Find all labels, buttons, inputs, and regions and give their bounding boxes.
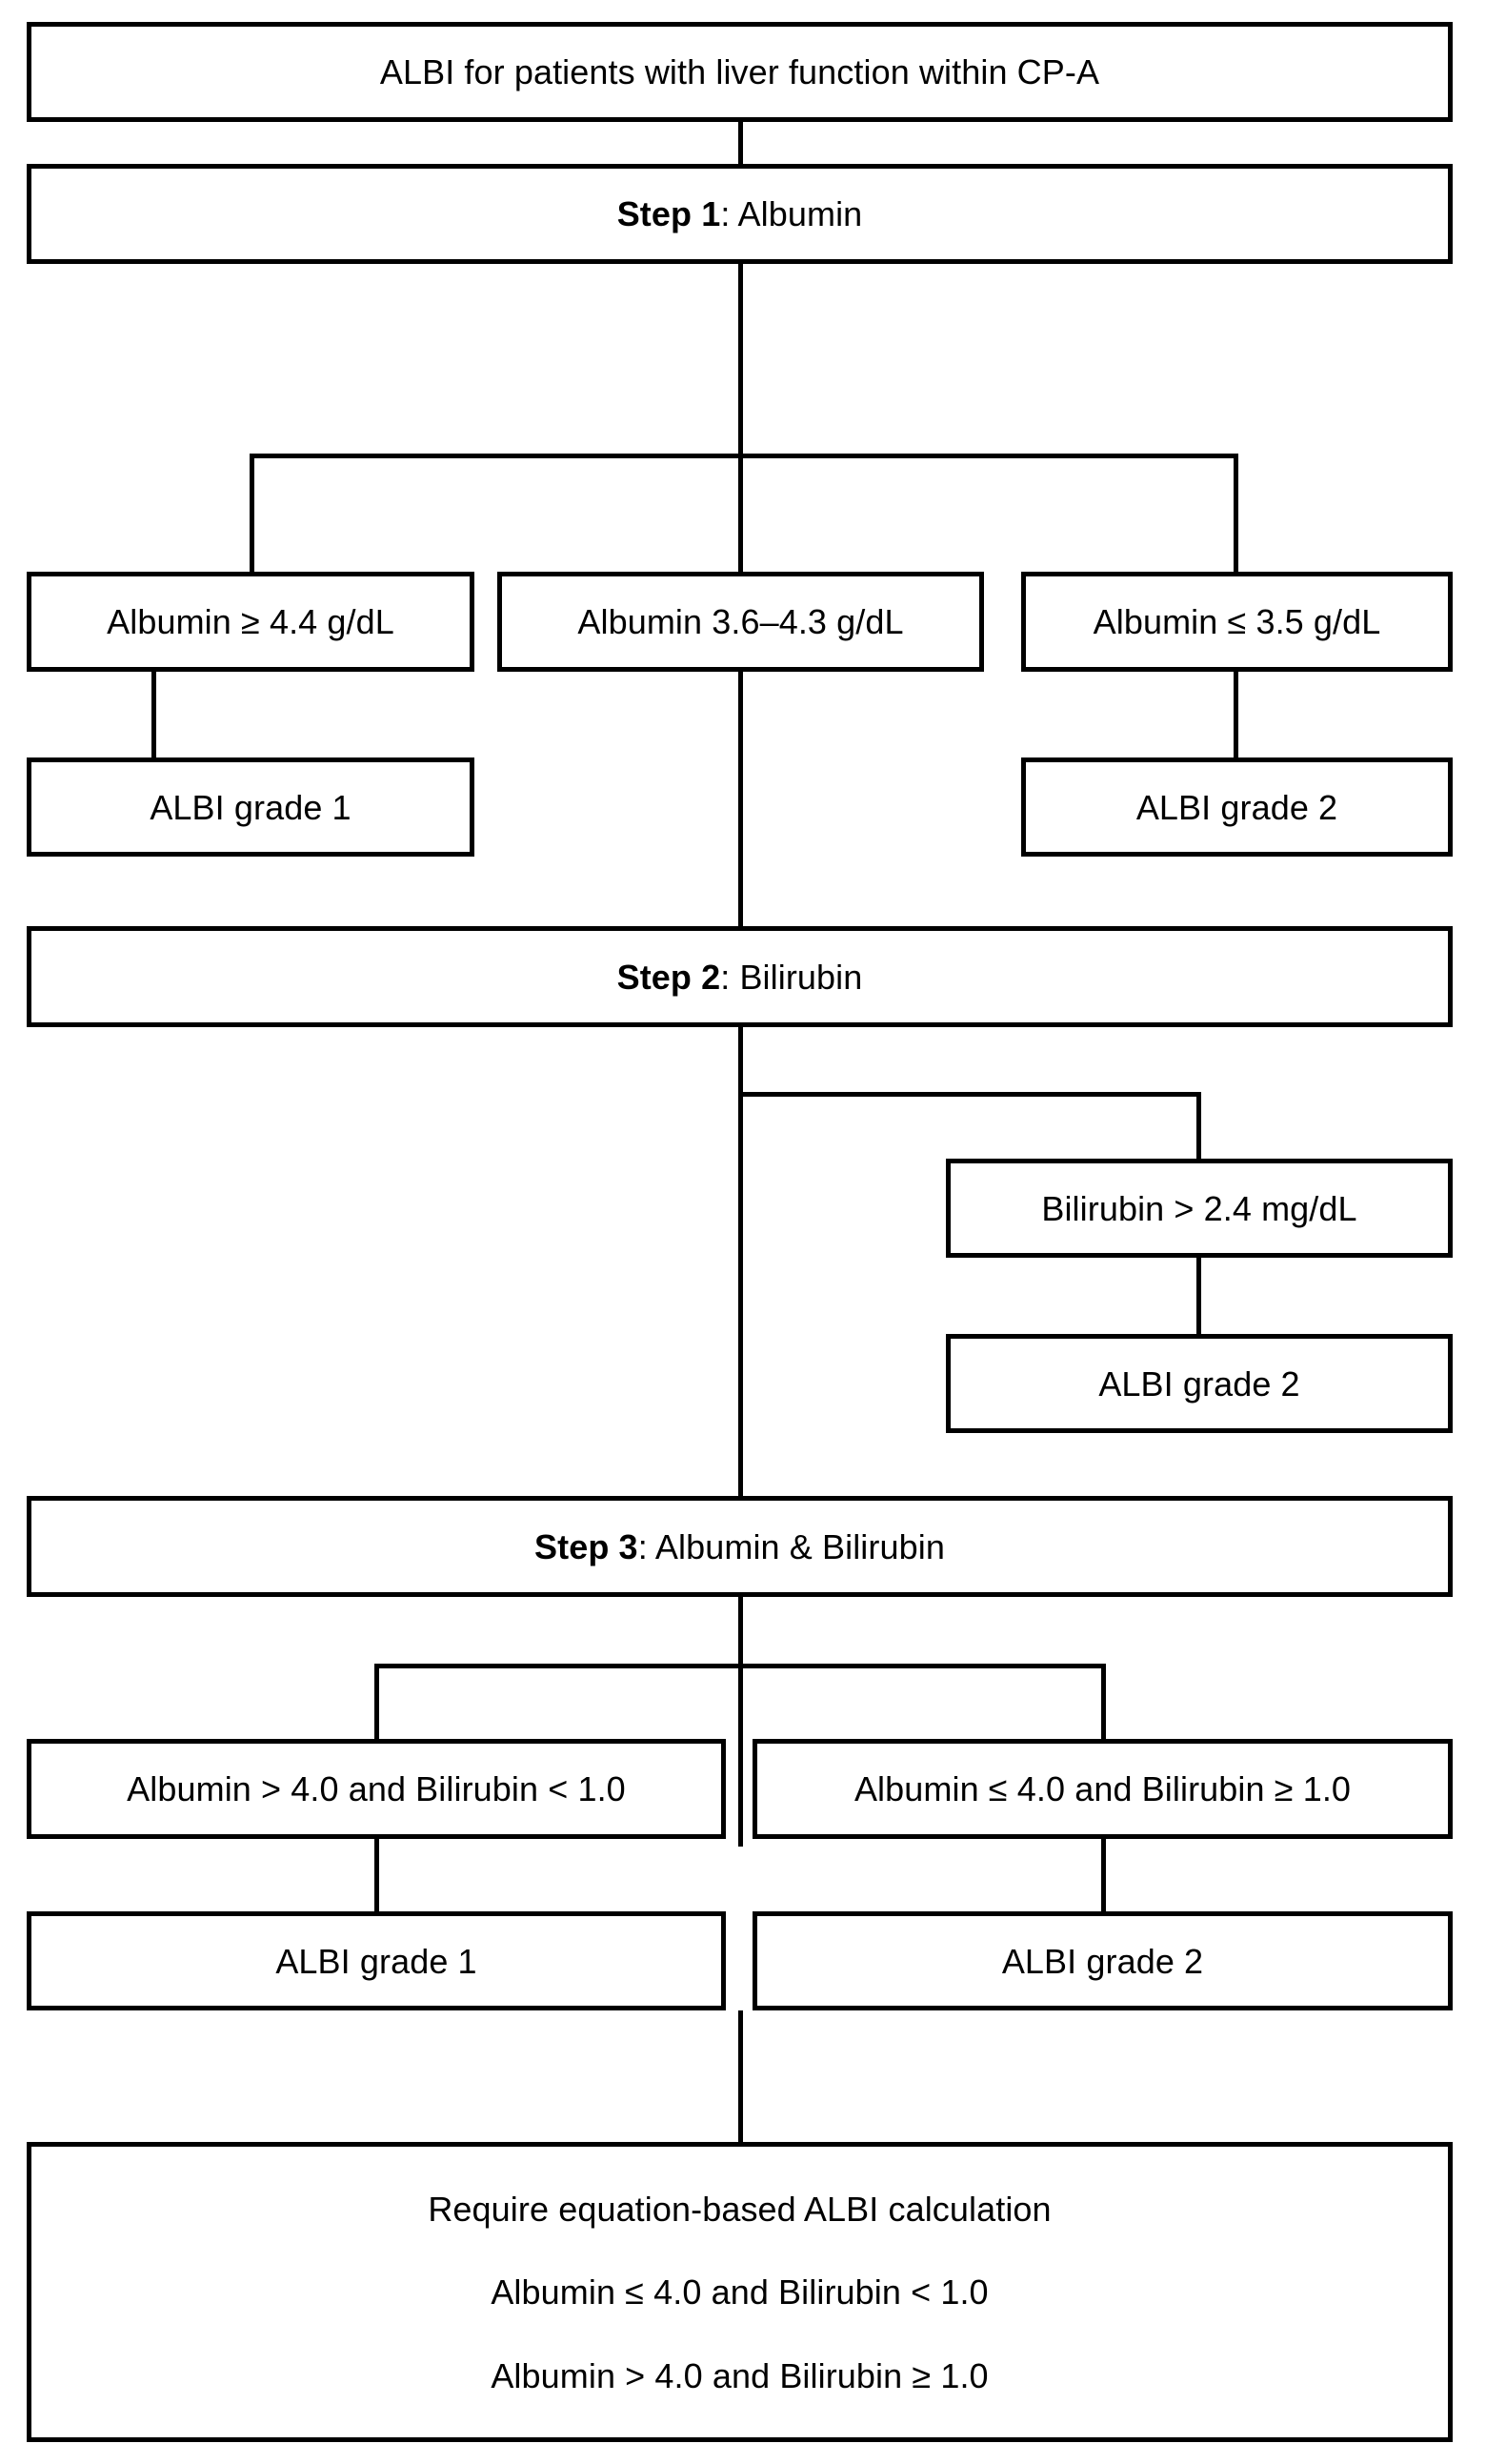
node-root[interactable]: ALBI for patients with liver function wi… bbox=[27, 22, 1453, 122]
node-root-label: ALBI for patients with liver function wi… bbox=[379, 52, 1100, 91]
node-final-line1: Require equation-based ALBI calculation bbox=[428, 2189, 1052, 2229]
connector-step3-bus bbox=[374, 1664, 1106, 1668]
connector-albumin-mid-to-step2 bbox=[738, 672, 743, 926]
node-albumin-low-label: Albumin ≤ 3.5 g/dL bbox=[1093, 602, 1381, 641]
node-bilirubin-high[interactable]: Bilirubin > 2.4 mg/dL bbox=[946, 1159, 1453, 1258]
connector-bus-to-albumin-low bbox=[1234, 454, 1238, 572]
node-grade2-albumin-label: ALBI grade 2 bbox=[1135, 787, 1338, 827]
node-albumin-high[interactable]: Albumin ≥ 4.4 g/dL bbox=[27, 572, 474, 672]
node-step1-suffix: : Albumin bbox=[720, 194, 863, 233]
node-step3-right-grade-label: ALBI grade 2 bbox=[1001, 1941, 1204, 1981]
connector-bilirubin-bus bbox=[738, 1092, 1201, 1097]
node-grade2-bilirubin-label: ALBI grade 2 bbox=[1098, 1363, 1300, 1404]
node-step2-suffix: : Bilirubin bbox=[720, 957, 863, 997]
node-grade1-albumin-label: ALBI grade 1 bbox=[150, 787, 351, 827]
connector-spine-to-final bbox=[738, 2010, 743, 2144]
node-albumin-mid-label: Albumin 3.6–4.3 g/dL bbox=[577, 602, 904, 641]
node-grade2-bilirubin[interactable]: ALBI grade 2 bbox=[946, 1334, 1453, 1433]
node-final-line3: Albumin > 4.0 and Bilirubin ≥ 1.0 bbox=[491, 2355, 989, 2395]
node-step3-left-condition-label: Albumin > 4.0 and Bilirubin < 1.0 bbox=[127, 1769, 626, 1808]
node-albumin-mid[interactable]: Albumin 3.6–4.3 g/dL bbox=[497, 572, 984, 672]
node-step3-left-grade-label: ALBI grade 1 bbox=[275, 1941, 477, 1981]
connector-bus-to-albumin-mid bbox=[738, 454, 743, 572]
node-step3-prefix: Step 3 bbox=[534, 1526, 638, 1566]
connector-step2-down bbox=[738, 1027, 743, 1847]
node-step1-label: Step 1: Albumin bbox=[617, 192, 863, 235]
node-step3-right-condition[interactable]: Albumin ≤ 4.0 and Bilirubin ≥ 1.0 bbox=[753, 1739, 1453, 1839]
node-grade2-albumin[interactable]: ALBI grade 2 bbox=[1021, 757, 1453, 857]
node-step1[interactable]: Step 1: Albumin bbox=[27, 164, 1453, 264]
node-step3-suffix: : Albumin & Bilirubin bbox=[637, 1526, 945, 1566]
connector-step1-down bbox=[738, 264, 743, 455]
node-step3-left-condition[interactable]: Albumin > 4.0 and Bilirubin < 1.0 bbox=[27, 1739, 726, 1839]
node-step1-prefix: Step 1 bbox=[616, 194, 721, 233]
connector-bilirubin-high-to-grade2 bbox=[1196, 1258, 1201, 1336]
connector-albumin-low-to-grade2 bbox=[1234, 672, 1238, 759]
connector-bus-to-bilirubin-high bbox=[1196, 1092, 1201, 1159]
node-step3-label: Step 3: Albumin & Bilirubin bbox=[534, 1525, 945, 1568]
node-step3[interactable]: Step 3: Albumin & Bilirubin bbox=[27, 1496, 1453, 1597]
node-step2-label: Step 2: Bilirubin bbox=[617, 956, 863, 999]
node-albumin-high-label: Albumin ≥ 4.4 g/dL bbox=[107, 602, 394, 641]
connector-albumin-high-to-grade1 bbox=[151, 672, 156, 759]
node-step2[interactable]: Step 2: Bilirubin bbox=[27, 926, 1453, 1027]
connector-step3-right-to-grade2 bbox=[1101, 1839, 1106, 1911]
connector-step3-left-to-grade1 bbox=[374, 1839, 379, 1911]
node-albumin-low[interactable]: Albumin ≤ 3.5 g/dL bbox=[1021, 572, 1453, 672]
node-bilirubin-high-label: Bilirubin > 2.4 mg/dL bbox=[1041, 1188, 1357, 1228]
node-step3-right-condition-label: Albumin ≤ 4.0 and Bilirubin ≥ 1.0 bbox=[853, 1769, 1352, 1808]
node-final-line2: Albumin ≤ 4.0 and Bilirubin < 1.0 bbox=[491, 2272, 989, 2312]
node-step3-right-grade[interactable]: ALBI grade 2 bbox=[753, 1911, 1453, 2010]
connector-step1-bus bbox=[250, 454, 1238, 458]
connector-bus-to-albumin-high bbox=[250, 454, 254, 572]
connector-root-to-step1 bbox=[738, 122, 743, 165]
connector-bus-to-step3-right bbox=[1101, 1664, 1106, 1739]
node-final-equation[interactable]: Require equation-based ALBI calculation … bbox=[27, 2142, 1453, 2442]
node-step2-prefix: Step 2 bbox=[616, 957, 721, 997]
node-grade1-albumin[interactable]: ALBI grade 1 bbox=[27, 757, 474, 857]
node-step3-left-grade[interactable]: ALBI grade 1 bbox=[27, 1911, 726, 2010]
connector-bus-to-step3-left bbox=[374, 1664, 379, 1739]
